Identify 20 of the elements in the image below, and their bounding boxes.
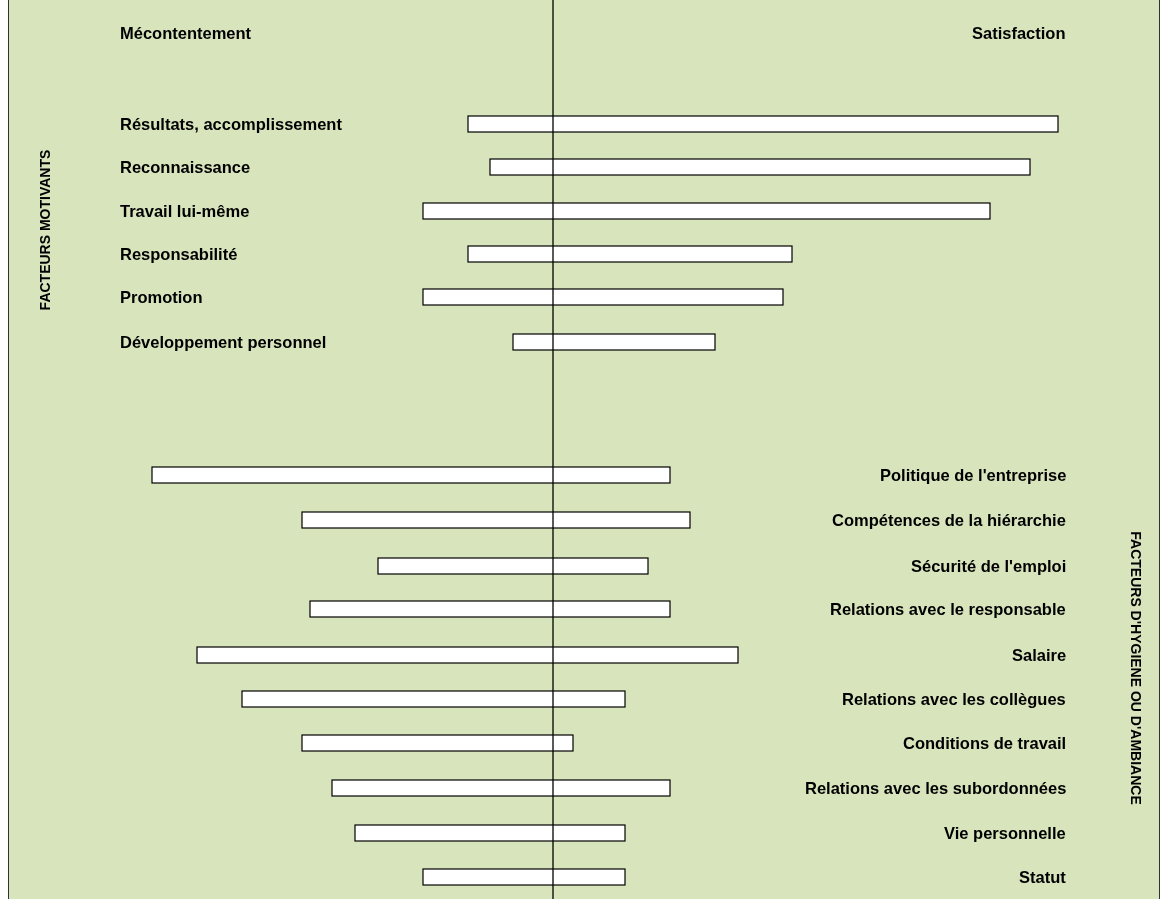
factor-label: Salaire — [1012, 645, 1067, 665]
factor-label: Relations avec les subordonnées — [805, 778, 1067, 798]
axis-title: FACTEURS MOTIVANTS — [35, 149, 54, 311]
axis-end-label: Satisfaction — [972, 23, 1066, 43]
factor-label: Relations avec les collègues — [842, 689, 1066, 709]
factor-label: Statut — [1019, 867, 1066, 887]
factor-label: Promotion — [120, 287, 203, 307]
factor-label: Résultats, accomplissement — [120, 114, 342, 134]
factor-label: Reconnaissance — [120, 157, 251, 177]
axis-end-label: Mécontentement — [120, 23, 252, 43]
factor-label: Politique de l'entreprise — [880, 465, 1067, 485]
axis-title: FACTEURS D'HYGIENE OU D'AMBIANCE — [1126, 531, 1145, 805]
factor-label: Responsabilité — [120, 244, 238, 264]
factor-label: Conditions de travail — [903, 733, 1067, 753]
factor-label: Sécurité de l'emploi — [911, 556, 1067, 576]
factor-label: Vie personnelle — [944, 823, 1066, 843]
factor-label: Relations avec le responsable — [830, 599, 1066, 619]
factor-label: Développement personnel — [120, 332, 327, 352]
factor-label: Compétences de la hiérarchie — [832, 510, 1066, 530]
factor-label: Travail lui-même — [120, 201, 250, 221]
